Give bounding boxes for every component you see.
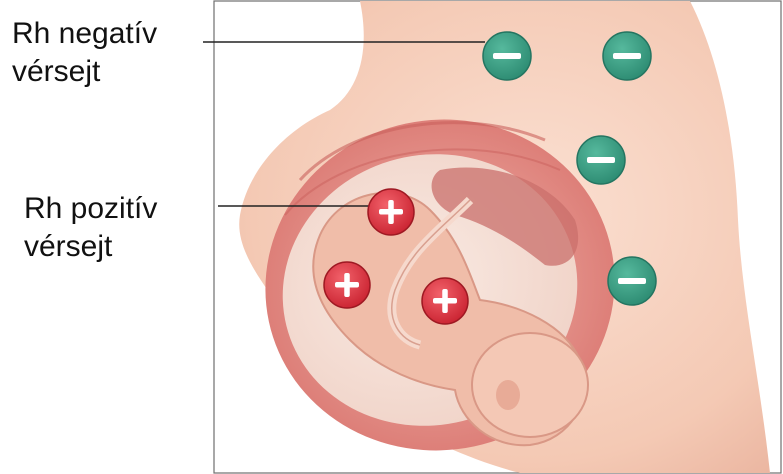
negative-label-line2: vérsejt	[12, 53, 100, 91]
rh-negative-cell	[577, 136, 625, 184]
positive-label-line1: Rh pozitív	[24, 190, 157, 228]
negative-label-line1: Rh negatív	[12, 15, 157, 53]
rh-positive-cell	[368, 189, 414, 235]
rh-negative-cell	[483, 32, 531, 80]
rh-positive-cell	[422, 278, 468, 324]
rh-negative-cell	[603, 32, 651, 80]
fetus-head	[472, 333, 588, 437]
rh-negative-cell	[608, 257, 656, 305]
rh-positive-cell	[324, 262, 370, 308]
fetus-ear	[496, 380, 520, 410]
positive-label-line2: vérsejt	[24, 228, 112, 266]
